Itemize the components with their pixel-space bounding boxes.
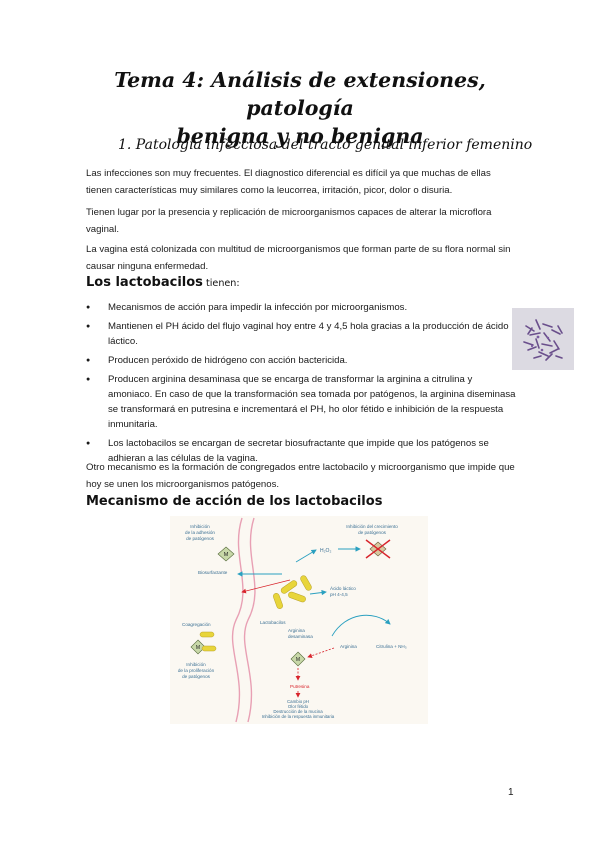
paragraph-4: Otro mecanismo es la formación de congre… bbox=[86, 462, 515, 490]
label-inhib-proliferacion-1: Inhibición bbox=[186, 662, 206, 667]
label-inhib-proliferacion-3: de patógenos bbox=[182, 674, 211, 679]
bacillus bbox=[280, 580, 298, 594]
paragraph-1: Las infecciones son muy frecuentes. El d… bbox=[86, 168, 491, 196]
label-effect-1: Cambio pH bbox=[287, 699, 309, 704]
label-inhib-adhesion-2: de la adhesión bbox=[185, 530, 215, 535]
title-line-1: Tema 4: Análisis de extensiones, patolog… bbox=[114, 68, 486, 120]
label-inhib-adhesion-3: de patógenos bbox=[186, 536, 215, 541]
pathogen-m-bottom: M bbox=[290, 651, 306, 667]
m-label: M bbox=[196, 645, 200, 651]
lactobacilos-heading-tail: tienen: bbox=[202, 278, 240, 289]
page-title: Tema 4: Análisis de extensiones, patolog… bbox=[60, 66, 540, 150]
bacillus bbox=[273, 593, 283, 609]
arrow-acido-lactico bbox=[309, 589, 327, 596]
m-label: M bbox=[224, 552, 229, 558]
label-putresina: Putresina bbox=[290, 684, 310, 689]
membrane-line bbox=[231, 517, 244, 723]
label-acido-lactico-1: Ácido láctico bbox=[330, 585, 356, 591]
mechanism-diagram: Inhibición de la adhesión de patógenos M… bbox=[170, 516, 428, 724]
pathogen-m-inhibited bbox=[365, 539, 391, 559]
label-inhib-crecimiento-2: de patógenos bbox=[358, 530, 387, 535]
label-lactobacilos: Lactobacilos bbox=[260, 620, 286, 625]
m-label: M bbox=[296, 657, 300, 663]
mechanism-heading: Mecanismo de acción de los lactobacilos bbox=[86, 494, 383, 509]
label-h2o2: H₂O₂ bbox=[320, 548, 331, 554]
section-heading: 1. Patología infecciosa del tracto genit… bbox=[118, 137, 533, 153]
label-coagregacion: Coagregación bbox=[182, 622, 211, 627]
paragraph-2: Tienen lugar por la presencia y replicac… bbox=[86, 207, 492, 235]
label-inhib-adhesion-1: Inhibición bbox=[190, 524, 210, 529]
label-inhib-proliferacion-2: de la proliferación bbox=[178, 668, 215, 673]
coaggregation-group: M bbox=[190, 631, 217, 655]
membrane-line bbox=[243, 517, 256, 723]
label-effect-3: Destrucción de la mucina bbox=[273, 709, 323, 714]
pathogen-m-top: M bbox=[217, 546, 235, 562]
bacillus bbox=[300, 575, 312, 591]
label-effect-2: Olor fétido bbox=[288, 704, 309, 709]
label-biosurfactante: Biosurfactante bbox=[198, 570, 228, 575]
list-item: Mecanismos de acción para impedir la inf… bbox=[86, 300, 516, 315]
paragraph-3: La vagina está colonizada con multitud d… bbox=[86, 244, 511, 272]
label-arginina: Arginina bbox=[340, 644, 357, 649]
lactobacilos-list: Mecanismos de acción para impedir la inf… bbox=[86, 300, 516, 470]
list-item: Los lactobacilos se encargan de secretar… bbox=[86, 436, 516, 466]
label-acido-lactico-2: pH 4-4,5 bbox=[330, 592, 348, 597]
lactobacilos-heading-text: Los lactobacilos bbox=[86, 275, 203, 290]
bacillus bbox=[288, 591, 306, 603]
arrow-red bbox=[241, 579, 291, 594]
list-item: Producen peróxido de hidrógeno con acció… bbox=[86, 353, 516, 368]
label-effect-4: Inhibición de la respuesta inmunitaria bbox=[262, 714, 335, 719]
label-arginina-desaminasa-2: desaminasa bbox=[288, 634, 313, 639]
title-line-2: benigna y no benigna bbox=[176, 124, 424, 148]
label-citrulina: Citrulina + NH₃ bbox=[376, 644, 407, 649]
list-item: Mantienen el PH ácido del flujo vaginal … bbox=[86, 319, 516, 349]
label-arginina-desaminasa-1: Arginina bbox=[288, 628, 305, 633]
micrograph-image bbox=[512, 308, 574, 370]
lactobacilli-cluster bbox=[273, 575, 312, 609]
lactobacilos-heading: Los lactobacilos tienen: bbox=[86, 275, 240, 290]
arrow-h2o2 bbox=[295, 549, 317, 563]
arrow-arginina-red bbox=[307, 647, 335, 658]
list-item: Producen arginina desaminasa que se enca… bbox=[86, 372, 516, 432]
arrow-citrulina-curve bbox=[331, 614, 391, 637]
page-number: 1 bbox=[508, 787, 514, 798]
label-inhib-crecimiento-1: Inhibición del crecimiento bbox=[346, 524, 398, 529]
